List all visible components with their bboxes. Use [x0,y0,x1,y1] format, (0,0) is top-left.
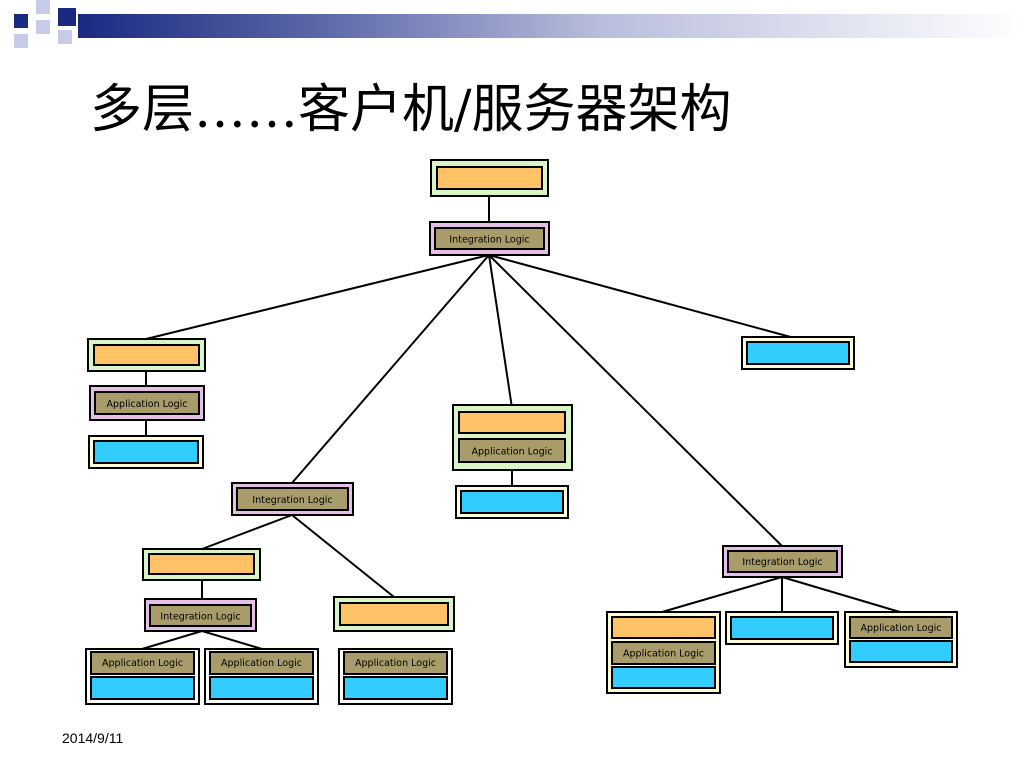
application-logic-label: Application Logic [102,658,183,669]
connector-lines [141,196,901,650]
connector-line [488,254,799,340]
connector-line [488,254,513,409]
client-application-database-box-right: Application Logic [606,611,721,694]
connector-line [488,254,783,547]
connector-line [661,576,783,613]
integration-logic-box-middle-left: Integration Logic [231,482,354,516]
application-logic-label: Application Logic [221,658,302,669]
integration-logic-label: Integration Logic [252,495,332,506]
client-application-box-middle: Application Logic [452,404,573,471]
integration-logic-label: Integration Logic [742,557,822,568]
application-database-box-bottom-2: Application Logic [204,648,319,705]
slide-date: 2014/9/11 [62,730,124,746]
client-box-left [87,338,206,372]
client-box-top [430,159,549,197]
integration-logic-label: Integration Logic [160,612,240,623]
application-database-box-bottom-1: Application Logic [85,648,200,705]
corner-square-light-4 [58,30,72,44]
connector-line [141,630,203,650]
connector-line [291,254,490,484]
connector-line [291,514,395,598]
integration-logic-label: Integration Logic [449,235,529,246]
application-logic-label: Application Logic [355,658,436,669]
application-logic-label: Application Logic [107,399,188,410]
application-logic-label: Application Logic [623,649,704,660]
client-box-lower-middle [333,596,455,632]
corner-square-navy-2 [58,8,76,26]
application-database-box-bottom-3: Application Logic [338,648,453,705]
application-database-box-right: Application Logic [844,611,958,668]
connector-line [201,630,263,650]
connector-line [781,576,901,613]
application-logic-label: Application Logic [472,447,553,458]
integration-logic-box-lower-left: Integration Logic [144,598,257,632]
client-box-lower-left [142,548,261,581]
connector-line [145,254,490,340]
database-box-right-top [741,336,855,370]
corner-decoration [0,0,80,60]
application-logic-label: Application Logic [861,623,942,634]
corner-square-light-1 [36,0,50,14]
database-box-middle [455,485,569,519]
slide-title: 多层……客户机/服务器架构 [90,80,732,140]
integration-logic-box-right: Integration Logic [722,545,843,578]
database-box-left [88,435,204,469]
corner-square-light-3 [14,34,28,48]
database-box-right-bottom [725,611,839,645]
integration-logic-box-top: Integration Logic [429,221,550,256]
application-logic-box-left: Application Logic [89,385,205,421]
corner-square-light-2 [36,20,50,34]
corner-square-navy-1 [14,14,28,28]
connector-line [201,514,293,550]
header-gradient-bar [78,14,1024,38]
